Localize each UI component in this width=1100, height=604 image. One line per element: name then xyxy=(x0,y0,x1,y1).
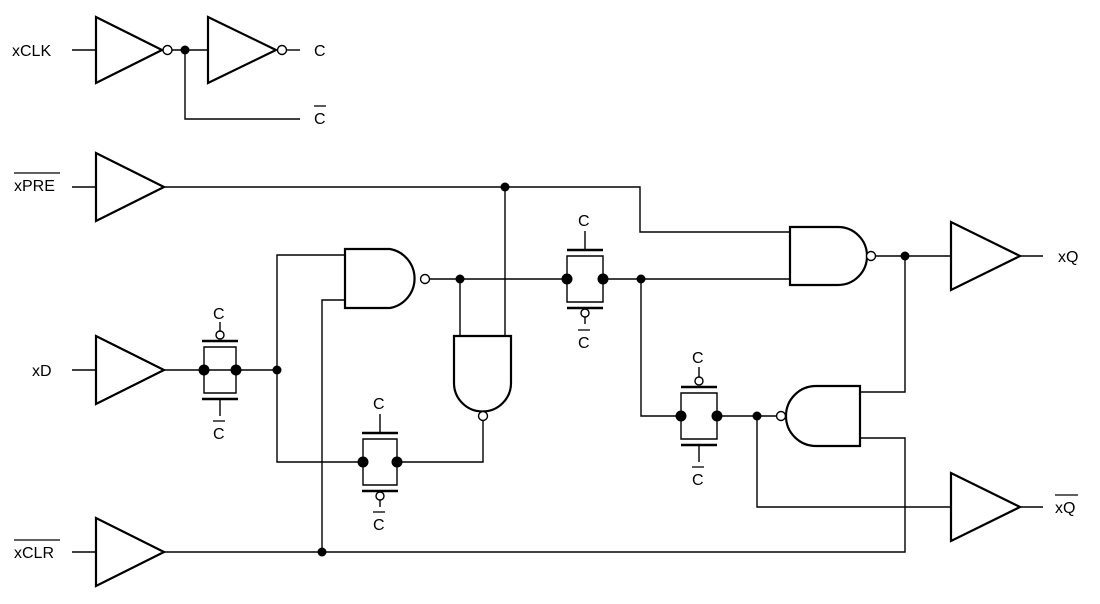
tg2-terminal-right xyxy=(597,273,609,285)
inverter-1-triangle xyxy=(94,15,165,85)
tg3-bottom-channel xyxy=(362,462,398,486)
inverter-2-bubble xyxy=(276,44,288,56)
junction-dot xyxy=(272,365,282,375)
tg2-label-c-bar: C xyxy=(578,335,590,352)
nand-gate-4-body xyxy=(784,384,862,448)
junction-dot xyxy=(317,547,327,557)
nand-gate-2 xyxy=(788,225,877,287)
output-label-xq-bar: xQ xyxy=(1055,500,1075,517)
junction-dot xyxy=(636,274,646,284)
clock-output-label-c: C xyxy=(314,43,326,60)
nand-gate-3-bubble xyxy=(477,410,489,422)
tg3-terminal-left xyxy=(357,456,369,468)
wiring xyxy=(164,182,951,557)
tg4-bottom-channel xyxy=(680,416,718,440)
buffer-xclr xyxy=(94,516,167,588)
input-label-xd: xD xyxy=(32,363,52,380)
buffer-xd xyxy=(94,334,167,406)
inverter-1-bubble xyxy=(162,44,173,56)
tg4-label-c: C xyxy=(692,350,704,367)
input-buffers: xPRE xD xCLR xyxy=(14,151,167,588)
nand-gate-2-bubble xyxy=(865,250,877,262)
feedback-wire xyxy=(397,420,484,463)
buffer-xq-bar xyxy=(949,471,1023,543)
wire xyxy=(860,256,906,393)
tg1-top-channel xyxy=(203,346,237,370)
input-label-xclr: xCLR xyxy=(14,545,54,562)
tg1-bottom-channel xyxy=(203,370,237,394)
junction-dot xyxy=(455,274,465,284)
pre-wire xyxy=(164,186,790,233)
transmission-gate-2: C C xyxy=(561,213,609,352)
wire xyxy=(276,370,363,463)
tg4-terminal-left xyxy=(675,410,687,422)
output-label-xq: xQ xyxy=(1058,249,1078,266)
tg2-terminal-left xyxy=(561,273,573,285)
nand-gate-1 xyxy=(343,247,431,310)
junction-dot xyxy=(900,251,910,261)
tg3-terminal-right xyxy=(391,456,403,468)
clr-to-nand1-wire xyxy=(321,299,345,552)
nand-gate-1-bubble xyxy=(419,273,431,285)
tg2-top-channel xyxy=(566,255,604,279)
input-label-xpre: xPRE xyxy=(14,178,55,195)
nand-gate-4 xyxy=(775,384,862,448)
junction-dot xyxy=(500,182,510,192)
buffer-xpre xyxy=(94,151,167,223)
tg1-label-c-bar: C xyxy=(213,426,225,443)
inverter-2-triangle xyxy=(206,15,279,85)
tg3-gate-bubble xyxy=(375,491,385,501)
transmission-gate-4: C C xyxy=(675,350,723,489)
tg2-bottom-channel xyxy=(566,279,604,303)
clock-output-label-c-bar: C xyxy=(314,111,326,128)
tg1-terminal-right xyxy=(230,364,242,376)
wire xyxy=(184,50,300,120)
nand-gate-3 xyxy=(452,334,513,422)
input-label-xclk: xCLK xyxy=(12,43,51,60)
tg1-gate-bubble xyxy=(215,330,225,340)
transmission-gate-3: C C xyxy=(357,396,403,534)
buffer-xq xyxy=(949,220,1023,292)
nand-gate-2-body xyxy=(788,225,869,287)
tg4-top-channel xyxy=(680,392,718,416)
junction-dot xyxy=(752,411,762,421)
tg4-gate-bubble xyxy=(694,376,704,386)
tg4-label-c-bar: C xyxy=(692,472,704,489)
wire xyxy=(276,254,345,370)
tg1-label-c: C xyxy=(213,306,225,323)
nand-gate-4-bubble xyxy=(775,410,787,422)
clr-wire xyxy=(164,437,906,553)
wire xyxy=(640,279,681,417)
transmission-gate-1: C C xyxy=(198,306,242,443)
tg1-terminal-left xyxy=(198,364,210,376)
nand-gate-3-body xyxy=(452,334,513,413)
tg2-gate-bubble xyxy=(580,308,590,318)
tg3-top-channel xyxy=(362,438,398,462)
clock-section: xCLK C C xyxy=(12,15,326,128)
nand-gate-1-body xyxy=(343,247,416,310)
tg3-label-c: C xyxy=(373,396,385,413)
output-buffers: xQ xQ xyxy=(949,220,1078,543)
wire xyxy=(756,416,951,508)
tg3-label-c-bar: C xyxy=(373,517,385,534)
tg2-label-c: C xyxy=(578,213,590,230)
tg4-terminal-right xyxy=(711,410,723,422)
